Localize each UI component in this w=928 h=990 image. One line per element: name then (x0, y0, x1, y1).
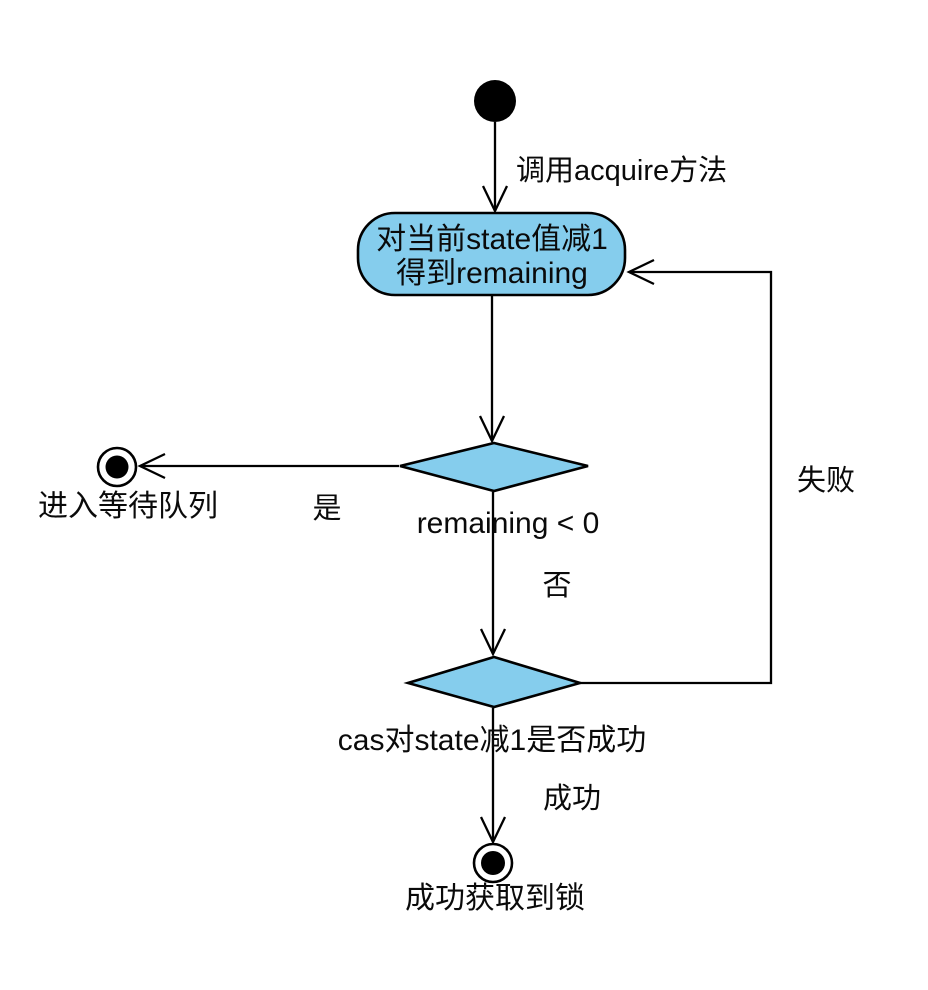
decision-cas-shape (403, 655, 585, 709)
edge-label-acquire: 调用acquire方法 (516, 154, 727, 187)
decision-cas-label: cas对state减1是否成功 (338, 724, 646, 757)
edge-label-no: 否 (542, 570, 571, 602)
edge-label-fail: 失败 (797, 464, 855, 497)
action-node-label-line1: 对当前state值减1 (376, 223, 608, 256)
edge-label-yes: 是 (312, 493, 341, 525)
final-node-wait-core (105, 455, 129, 479)
decision-remaining-label: remaining < 0 (417, 507, 600, 540)
edge-cas-fail-loop (580, 258, 773, 685)
decision-remaining-shape (399, 441, 589, 493)
final-node-lock-core (481, 851, 505, 875)
final-node-wait-label: 进入等待队列 (38, 490, 218, 523)
action-node-label-line2: 得到remaining (396, 257, 588, 290)
final-node-lock-label: 成功获取到锁 (405, 882, 585, 915)
final-node-lock (472, 842, 514, 884)
action-node: 对当前state值减1 得到remaining (356, 211, 627, 297)
edge-label-success: 成功 (543, 782, 601, 815)
action-node-shape (356, 211, 627, 297)
final-node-wait (96, 446, 138, 488)
start-node (474, 80, 516, 122)
